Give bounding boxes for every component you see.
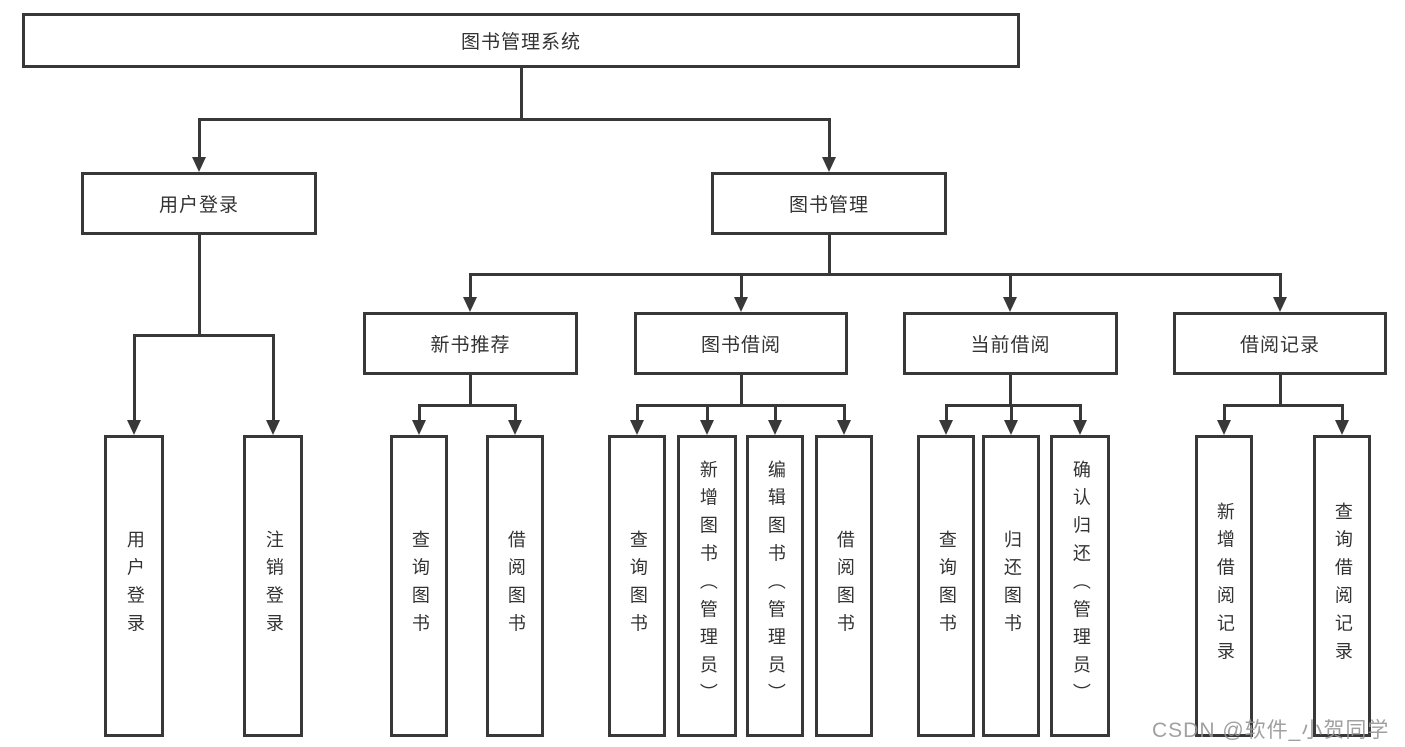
leaf-borrow-books-borrowing: 借阅图书: [815, 435, 873, 737]
node-label: 新增借阅记录: [1214, 502, 1235, 670]
node-label: 借阅记录: [1239, 335, 1320, 356]
node-label: 图书管理: [788, 195, 869, 216]
connector-hline: [198, 118, 831, 121]
connector-vline: [843, 404, 846, 420]
connector-vline: [828, 118, 831, 157]
arrow-down-icon: [463, 297, 477, 312]
connector-vline: [1079, 404, 1082, 420]
leaf-query-borrow-record: 查询借阅记录: [1313, 435, 1371, 737]
node-label: 注销登录: [263, 530, 284, 642]
connector-vline: [1009, 375, 1012, 407]
connector-vline: [740, 273, 743, 298]
node-label: 借阅图书: [505, 530, 526, 642]
node-label: 查询图书: [409, 530, 430, 642]
connector-vline: [520, 68, 523, 121]
connector-vline: [774, 404, 777, 420]
leaf-borrow-books-recommend: 借阅图书: [486, 435, 544, 737]
leaf-edit-books-admin: 编辑图书（管理员）: [746, 435, 804, 737]
leaf-add-borrow-record: 新增借阅记录: [1195, 435, 1253, 737]
connector-vline: [469, 273, 472, 298]
connector-vline: [636, 404, 639, 420]
leaf-query-books-borrowing: 查询图书: [608, 435, 666, 737]
connector-vline: [469, 375, 472, 407]
node-label: 图书借阅: [700, 335, 781, 356]
node-label: 新书推荐: [430, 335, 511, 356]
connector-vline: [1009, 273, 1012, 298]
connector-vline: [1010, 404, 1013, 420]
leaf-add-books-admin: 新增图书（管理员）: [677, 435, 737, 737]
arrow-down-icon: [1003, 297, 1017, 312]
leaf-query-books-current: 查询图书: [917, 435, 975, 737]
connector-vline: [514, 404, 517, 420]
node-label: 编辑图书（管理员）: [765, 460, 786, 712]
connector-vline: [133, 334, 136, 420]
node-book-borrowing: 图书借阅: [634, 312, 848, 375]
arrow-down-icon: [266, 420, 280, 435]
connector-vline: [1341, 404, 1344, 420]
node-user-login: 用户登录: [81, 172, 317, 235]
arrow-down-icon: [127, 420, 141, 435]
arrow-down-icon: [822, 157, 836, 172]
node-label: 查询图书: [936, 530, 957, 642]
arrow-down-icon: [837, 420, 851, 435]
connector-vline: [740, 375, 743, 407]
connector-vline: [1279, 273, 1282, 298]
leaf-user-login: 用户登录: [104, 435, 164, 737]
node-label: 用户登录: [158, 195, 239, 216]
connector-vline: [418, 404, 421, 420]
node-label: 确认归还（管理员）: [1070, 460, 1091, 712]
connector-vline: [1223, 404, 1226, 420]
leaf-logout-login: 注销登录: [243, 435, 303, 737]
arrow-down-icon: [768, 420, 782, 435]
node-label: 用户登录: [124, 530, 145, 642]
connector-vline: [945, 404, 948, 420]
node-label: 归还图书: [1001, 530, 1022, 642]
connector-hline: [133, 334, 274, 337]
arrow-down-icon: [630, 420, 644, 435]
arrow-down-icon: [734, 297, 748, 312]
connector-vline: [1279, 375, 1282, 407]
connector-vline: [198, 235, 201, 337]
arrow-down-icon: [1073, 420, 1087, 435]
arrow-down-icon: [700, 420, 714, 435]
node-current-borrowing: 当前借阅: [903, 312, 1118, 375]
connector-hline: [636, 404, 845, 407]
arrow-down-icon: [1335, 420, 1349, 435]
node-label: 借阅图书: [834, 530, 855, 642]
connector-vline: [706, 404, 709, 420]
node-label: 查询借阅记录: [1332, 502, 1353, 670]
leaf-confirm-return-admin: 确认归还（管理员）: [1050, 435, 1110, 737]
connector-vline: [272, 334, 275, 420]
connector-hline: [1223, 404, 1343, 407]
node-root-library-management-system: 图书管理系统: [22, 13, 1020, 68]
arrow-down-icon: [412, 420, 426, 435]
connector-vline: [198, 118, 201, 157]
connector-hline: [469, 273, 1282, 276]
connector-vline: [828, 235, 831, 276]
leaf-query-books-recommend: 查询图书: [390, 435, 448, 737]
connector-hline: [945, 404, 1081, 407]
arrow-down-icon: [939, 420, 953, 435]
arrow-down-icon: [1004, 420, 1018, 435]
node-new-book-recommendation: 新书推荐: [363, 312, 578, 375]
arrow-down-icon: [508, 420, 522, 435]
node-book-management: 图书管理: [711, 172, 947, 235]
node-label: 当前借阅: [970, 335, 1051, 356]
node-label: 查询图书: [627, 530, 648, 642]
csdn-watermark: CSDN @软件_小贺同学: [1152, 719, 1390, 742]
node-label: 新增图书（管理员）: [697, 460, 718, 712]
arrow-down-icon: [1217, 420, 1231, 435]
arrow-down-icon: [1273, 297, 1287, 312]
arrow-down-icon: [192, 157, 206, 172]
connector-hline: [418, 404, 517, 407]
leaf-return-books: 归还图书: [982, 435, 1040, 737]
node-borrowing-records: 借阅记录: [1173, 312, 1387, 375]
node-label: 图书管理系统: [460, 32, 581, 53]
